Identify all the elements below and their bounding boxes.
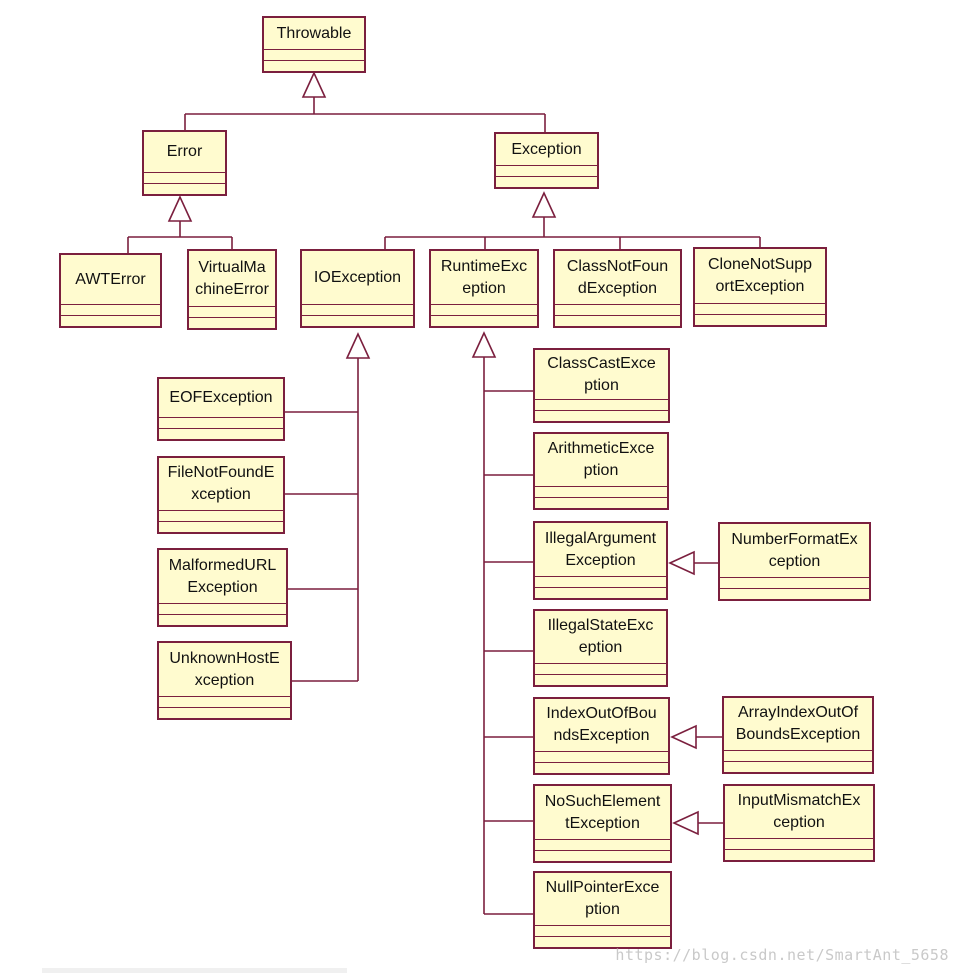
- class-inputmismatchexception[interactable]: InputMismatchEx ception: [723, 784, 875, 862]
- class-illegalargumentexception[interactable]: IllegalArgument Exception: [533, 521, 668, 600]
- class-virtualmachineerror[interactable]: VirtualMa chineError: [187, 249, 277, 330]
- watermark-text: https://blog.csdn.net/SmartAnt_5658: [615, 946, 949, 964]
- class-classnotfoundexception[interactable]: ClassNotFoun dException: [553, 249, 682, 328]
- class-arrayindexoutofboundsexception[interactable]: ArrayIndexOutOf BoundsException: [722, 696, 874, 774]
- class-awterror[interactable]: AWTError: [59, 253, 162, 328]
- generalization-arrow-illegalargument: [668, 550, 695, 576]
- generalization-arrow-exception: [531, 191, 557, 218]
- class-numberformatexception[interactable]: NumberFormatEx ception: [718, 522, 871, 601]
- class-throwable[interactable]: Throwable: [262, 16, 366, 73]
- class-exception[interactable]: Exception: [494, 132, 599, 189]
- generalization-arrow-error: [167, 195, 193, 222]
- class-arithmeticexception[interactable]: ArithmeticExce ption: [533, 432, 669, 510]
- generalization-arrow-runtimeexception: [471, 331, 497, 358]
- class-error[interactable]: Error: [142, 130, 227, 196]
- class-malformedurlexception[interactable]: MalformedURL Exception: [157, 548, 288, 627]
- generalization-arrow-ioexception: [345, 332, 371, 359]
- class-filenotfoundexception[interactable]: FileNotFoundE xception: [157, 456, 285, 534]
- class-ioexception[interactable]: IOException: [300, 249, 415, 328]
- bottom-scroll-strip: [42, 968, 347, 973]
- class-nosuchelementexception[interactable]: NoSuchElement tException: [533, 784, 672, 863]
- generalization-arrow-throwable: [301, 71, 327, 98]
- class-runtimeexception[interactable]: RuntimeExc eption: [429, 249, 539, 328]
- generalization-arrow-indexoutofbounds: [670, 724, 697, 750]
- class-unknownhostexception[interactable]: UnknownHostE xception: [157, 641, 292, 720]
- class-classcastexception[interactable]: ClassCastExce ption: [533, 348, 670, 423]
- class-clonenotsupportedexception[interactable]: CloneNotSupp ortException: [693, 247, 827, 327]
- class-eofexception[interactable]: EOFException: [157, 377, 285, 441]
- generalization-arrow-nosuchelement: [672, 810, 699, 836]
- class-illegalstateexception[interactable]: IllegalStateExc eption: [533, 609, 668, 687]
- class-indexoutofboundsexception[interactable]: IndexOutOfBou ndsException: [533, 697, 670, 775]
- class-nullpointerexception[interactable]: NullPointerExce ption: [533, 871, 672, 949]
